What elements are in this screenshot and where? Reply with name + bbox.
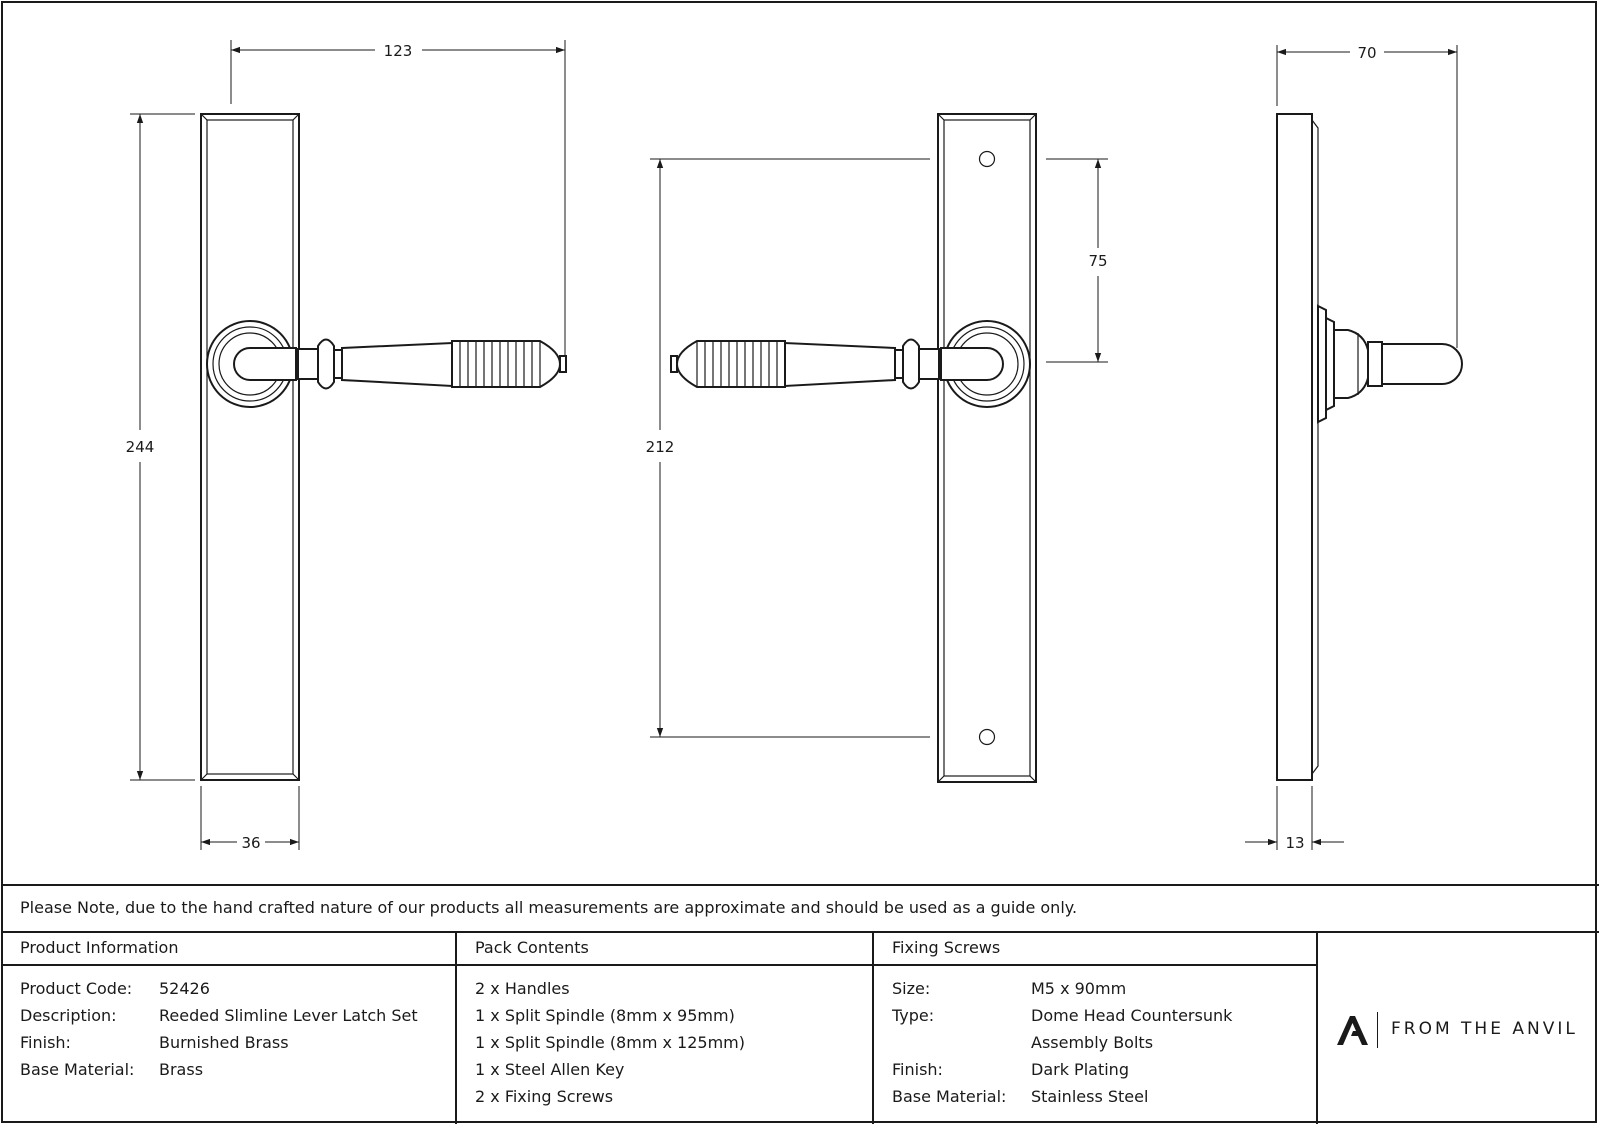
pack-item: 2 x Handles: [475, 979, 570, 998]
product-code-label: Product Code:: [20, 979, 133, 998]
divider-col-1: [455, 931, 457, 1124]
rear-view-middle: 212 75: [646, 113, 1108, 783]
screw-size-label: Size:: [892, 979, 931, 998]
measurement-note: Please Note, due to the hand crafted nat…: [20, 898, 1078, 917]
front-view-left: 123 244 36: [126, 40, 567, 852]
pack-item: 2 x Fixing Screws: [475, 1087, 614, 1106]
dim-width-front: 123: [384, 42, 413, 60]
screw-type-value: Dome Head Countersunk: [1031, 1006, 1233, 1025]
pack-item: 1 x Split Spindle (8mm x 95mm): [475, 1006, 735, 1025]
fixing-hole-top: [978, 150, 996, 168]
screw-material-label: Base Material:: [892, 1087, 1007, 1106]
fixing-hole-bottom: [978, 728, 996, 746]
dim-handle-offset: 75: [1088, 252, 1107, 270]
screw-material-value: Stainless Steel: [1031, 1087, 1149, 1106]
dim-fixing-centres: 212: [646, 438, 675, 456]
anvil-a-logo-icon: [1337, 1016, 1368, 1045]
dim-projection: 70: [1357, 44, 1376, 62]
technical-drawing: 123 244 36: [126, 40, 1463, 852]
screw-size-value: M5 x 90mm: [1031, 979, 1127, 998]
screw-finish-label: Finish:: [892, 1060, 943, 1079]
finish-value: Burnished Brass: [159, 1033, 289, 1052]
product-info-header: Product Information: [20, 938, 179, 957]
finish-label: Finish:: [20, 1033, 71, 1052]
dim-plate-width: 36: [241, 834, 260, 852]
dim-plate-depth: 13: [1285, 834, 1304, 852]
brand-name: FROM THE ANVIL: [1391, 1019, 1578, 1039]
divider-header-bottom: [1, 964, 1317, 966]
pack-item: 1 x Steel Allen Key: [475, 1060, 625, 1079]
logo-divider: [1377, 1012, 1378, 1048]
brand-logo: FROM THE ANVIL: [1335, 1008, 1585, 1052]
screw-type-label: Type:: [892, 1006, 935, 1025]
base-material-label: Base Material:: [20, 1060, 135, 1079]
description-label: Description:: [20, 1006, 117, 1025]
dim-height-total: 244: [126, 438, 155, 456]
base-material-value: Brass: [159, 1060, 204, 1079]
description-value: Reeded Slimline Lever Latch Set: [159, 1006, 418, 1025]
pack-item: 1 x Split Spindle (8mm x 125mm): [475, 1033, 745, 1052]
divider-table-top: [1, 931, 1599, 933]
pack-contents-header: Pack Contents: [475, 938, 589, 957]
screw-finish-value: Dark Plating: [1031, 1060, 1129, 1079]
fixing-screws-header: Fixing Screws: [892, 938, 1001, 957]
divider-col-2: [872, 931, 874, 1124]
side-view-right: 70 13: [1245, 44, 1463, 852]
screw-type-value-cont: Assembly Bolts: [1031, 1033, 1154, 1052]
product-code-value: 52426: [159, 979, 210, 998]
divider-col-3: [1316, 931, 1318, 1124]
divider-note-top: [1, 884, 1599, 886]
